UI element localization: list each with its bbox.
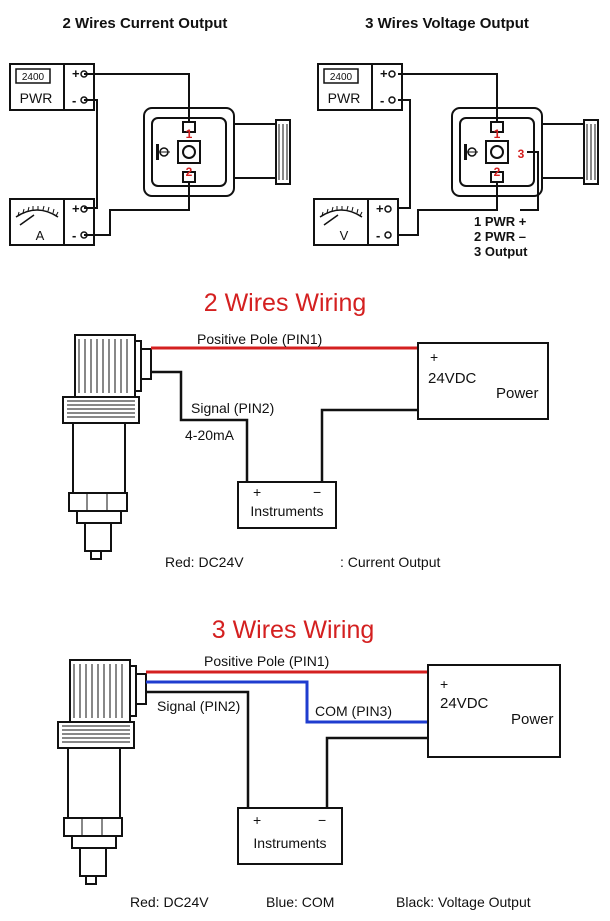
note-red-3wire: Red: DC24V: [130, 894, 209, 910]
pwr-meter-right: 2400 PWR + -: [317, 63, 403, 111]
top-left-title: 2 Wires Current Output: [63, 15, 228, 32]
ammeter-label: A: [36, 228, 45, 243]
svg-text:2: 2: [494, 165, 501, 179]
legend-pin3: 3 Output: [474, 244, 528, 259]
supply-voltage-3: 24VDC: [440, 695, 489, 712]
black-return-wire-2wire: [320, 408, 418, 482]
wires-top-left: [84, 73, 190, 236]
instruments-label-3: Instruments: [253, 835, 326, 851]
svg-text:+: +: [440, 676, 448, 692]
pwr-meter-left: 2400 PWR + -: [9, 63, 95, 111]
svg-text:−: −: [313, 484, 321, 500]
three-wire-heading: 3 Wires Wiring: [212, 616, 375, 644]
power-supply-3wire: + 24VDC Power: [427, 664, 561, 758]
black-signal-wire-3wire: [146, 690, 250, 808]
transmitter-2wire: [62, 334, 152, 560]
voltmeter-label: V: [340, 228, 349, 243]
black-signal-wire-2wire: [151, 370, 249, 482]
signal-label-3: Signal (PIN2): [157, 698, 240, 714]
svg-text:+: +: [376, 201, 384, 216]
svg-text:−: −: [318, 812, 326, 828]
instruments-label: Instruments: [250, 503, 323, 519]
wires-top-right: [398, 73, 539, 236]
svg-text:1: 1: [494, 127, 501, 141]
svg-text:-: -: [380, 93, 384, 108]
svg-text:2400: 2400: [330, 72, 353, 83]
svg-text:+: +: [380, 66, 388, 81]
svg-text:+: +: [72, 201, 80, 216]
top-right-title: 3 Wires Voltage Output: [365, 15, 529, 32]
svg-text:2: 2: [186, 165, 193, 179]
legend-pin1: 1 PWR +: [474, 214, 527, 229]
power-supply-2wire: + 24VDC Power: [417, 342, 549, 420]
instruments-box-3wire: + − Instruments: [237, 807, 343, 865]
svg-text:+: +: [72, 66, 80, 81]
note-black-3wire: Black: Voltage Output: [396, 894, 531, 910]
svg-text:PWR: PWR: [328, 90, 361, 106]
positive-pole-label: Positive Pole (PIN1): [197, 331, 322, 347]
blue-wire-3wire: [146, 680, 428, 724]
supply-label-3: Power: [511, 711, 554, 728]
meter-display: 2400: [22, 72, 45, 83]
svg-text:+: +: [430, 349, 438, 365]
note-output-2wire: : Current Output: [340, 554, 440, 570]
positive-pole-label-3: Positive Pole (PIN1): [204, 653, 329, 669]
com-label: COM (PIN3): [315, 703, 392, 719]
svg-text:1: 1: [186, 127, 193, 141]
supply-label: Power: [496, 385, 539, 402]
supply-voltage: 24VDC: [428, 370, 477, 387]
svg-text:-: -: [72, 93, 76, 108]
svg-text:-: -: [72, 228, 76, 243]
svg-text:+: +: [253, 812, 261, 828]
ammeter-left: A + -: [9, 198, 95, 246]
svg-text:+: +: [253, 484, 261, 500]
pwr-label: PWR: [20, 90, 53, 106]
connector-left: 1 2: [143, 107, 291, 197]
connector-right: 1 2 3: [451, 107, 599, 197]
legend-pin2: 2 PWR –: [474, 229, 526, 244]
two-wire-heading: 2 Wires Wiring: [204, 289, 367, 317]
svg-text:-: -: [376, 228, 380, 243]
pin-legend: 1 PWR + 2 PWR – 3 Output: [474, 214, 528, 259]
black-return-wire-3wire: [325, 736, 428, 808]
signal-label: Signal (PIN2): [191, 400, 274, 416]
note-blue-3wire: Blue: COM: [266, 894, 334, 910]
note-red-2wire: Red: DC24V: [165, 554, 244, 570]
instruments-box-2wire: + − Instruments: [237, 481, 337, 529]
transmitter-3wire: [57, 659, 147, 885]
svg-text:3: 3: [518, 147, 525, 161]
voltmeter-right: V + -: [313, 198, 399, 246]
current-range-label: 4-20mA: [185, 427, 235, 443]
